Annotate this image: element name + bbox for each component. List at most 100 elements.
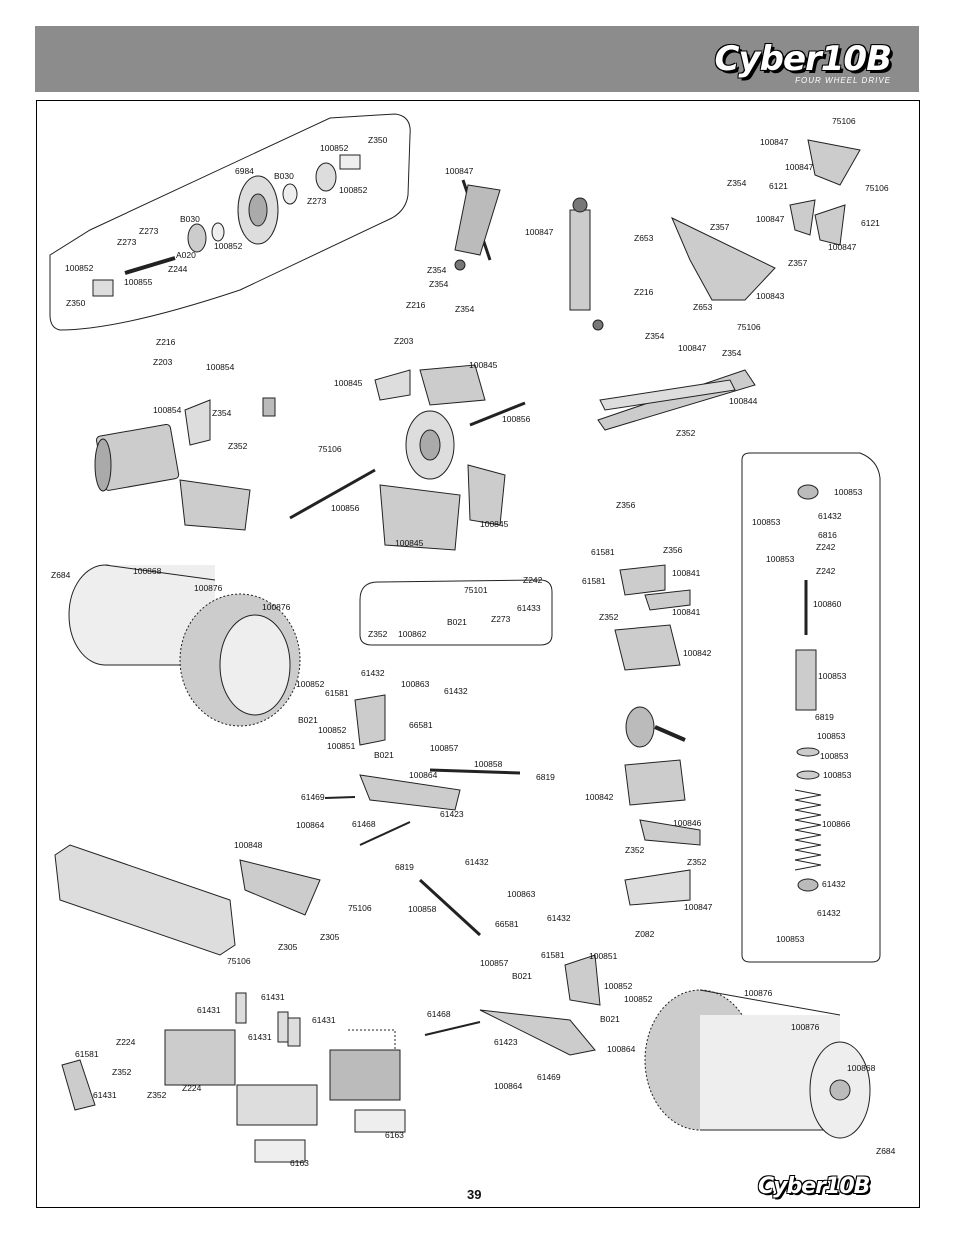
part-callout: Z653	[634, 233, 654, 243]
part-callout: A020	[176, 250, 196, 260]
part-callout: 61432	[465, 857, 489, 867]
part-callout: 100860	[813, 599, 842, 609]
part-callout: Z305	[278, 942, 298, 952]
part-callout: 100851	[589, 951, 618, 961]
part-callout: 100852	[339, 185, 368, 195]
rear-shock-icon	[569, 197, 604, 331]
part-callout: Z350	[368, 135, 388, 145]
part-callout: 100852	[320, 143, 349, 153]
part-callout: 6163	[385, 1130, 404, 1140]
part-callout: 75101	[464, 585, 488, 595]
part-callout: Z357	[788, 258, 808, 268]
part-callout: Z352	[112, 1067, 132, 1077]
part-callout: Z242	[816, 542, 836, 552]
part-callout: 100863	[507, 889, 536, 899]
part-callout: Z216	[406, 300, 426, 310]
part-callout: 100853	[776, 934, 805, 944]
part-callout: 100847	[678, 343, 707, 353]
part-callout: 100847	[525, 227, 554, 237]
part-callout: Z352	[676, 428, 696, 438]
part-callout: B030	[180, 214, 200, 224]
part-callout: 100876	[791, 1022, 820, 1032]
part-callout: Z354	[212, 408, 232, 418]
rear-arm-icon	[479, 1009, 596, 1056]
part-callout: 100851	[327, 741, 356, 751]
part-callout: 61432	[817, 908, 841, 918]
tape-pad-icon	[254, 1139, 306, 1163]
part-callout: 100862	[398, 629, 427, 639]
part-callout: 6163	[290, 1158, 309, 1168]
part-callout: 6121	[861, 218, 880, 228]
part-callout: 6819	[395, 862, 414, 872]
front-arm-icon	[359, 774, 461, 811]
part-callout: 61433	[517, 603, 541, 613]
battery-pack-icon	[54, 844, 236, 956]
part-callout: 100845	[480, 519, 509, 529]
part-callout: Z273	[307, 196, 327, 206]
part-callout: 61581	[591, 547, 615, 557]
logo-subtitle: FOUR WHEEL DRIVE	[795, 76, 891, 85]
part-callout: 6121	[769, 181, 788, 191]
part-callout: 100844	[729, 396, 758, 406]
part-callout: 61431	[93, 1090, 117, 1100]
part-callout: 100856	[502, 414, 531, 424]
part-callout: B021	[447, 617, 467, 627]
part-callout: 100847	[828, 242, 857, 252]
part-callout: Z203	[153, 357, 173, 367]
part-callout: 6984	[235, 166, 254, 176]
part-callout: 61431	[261, 992, 285, 1002]
part-callout: Z352	[228, 441, 248, 451]
part-callout: 100848	[234, 840, 263, 850]
part-callout: B021	[600, 1014, 620, 1024]
part-callout: Z684	[876, 1146, 896, 1156]
part-callout: 75106	[348, 903, 372, 913]
part-callout: 100845	[334, 378, 363, 388]
part-callout: 100864	[494, 1081, 523, 1091]
part-callout: Z273	[139, 226, 159, 236]
part-callout: Z203	[394, 336, 414, 346]
brand-logo: Cyber10B FOUR WHEEL DRIVE	[714, 42, 892, 85]
page-number: 39	[467, 1187, 482, 1202]
part-callout: Z082	[635, 929, 655, 939]
part-callout: 100852	[65, 263, 94, 273]
part-callout: 61432	[361, 668, 385, 678]
part-callout: 100841	[672, 607, 701, 617]
part-callout: Z242	[816, 566, 836, 576]
part-callout: 6819	[815, 712, 834, 722]
shock-tower-icon	[671, 216, 776, 301]
part-callout: 100853	[823, 770, 852, 780]
part-callout: 61432	[822, 879, 846, 889]
part-callout: 75106	[318, 444, 342, 454]
part-callout: 6816	[818, 530, 837, 540]
part-callout: Z224	[116, 1037, 136, 1047]
part-callout: Z242	[523, 575, 543, 585]
shock-callout-panel	[741, 452, 881, 963]
part-callout: 61432	[444, 686, 468, 696]
part-callout: 100854	[206, 362, 235, 372]
part-callout: 100864	[607, 1044, 636, 1054]
part-callout: 100853	[752, 517, 781, 527]
diff-gear-icon	[625, 706, 655, 748]
part-callout: 100864	[409, 770, 438, 780]
servo-icon	[164, 1029, 236, 1086]
part-callout: 100845	[469, 360, 498, 370]
part-callout: Z352	[687, 857, 707, 867]
part-callout: Z224	[182, 1083, 202, 1093]
part-callout: Z244	[168, 264, 188, 274]
part-callout: 100843	[756, 291, 785, 301]
body-mount-icon	[807, 139, 861, 186]
part-callout: 75106	[737, 322, 761, 332]
part-callout: 100847	[760, 137, 789, 147]
part-callout: 75106	[832, 116, 856, 126]
part-callout: 100847	[756, 214, 785, 224]
part-callout: 100876	[194, 583, 223, 593]
part-callout: Z354	[455, 304, 475, 314]
part-callout: 100841	[672, 568, 701, 578]
shock-body-icon	[795, 649, 817, 711]
part-callout: Z352	[625, 845, 645, 855]
part-callout: 75106	[865, 183, 889, 193]
part-callout: 100855	[124, 277, 153, 287]
page-header-band: Cyber10B FOUR WHEEL DRIVE	[35, 26, 919, 92]
